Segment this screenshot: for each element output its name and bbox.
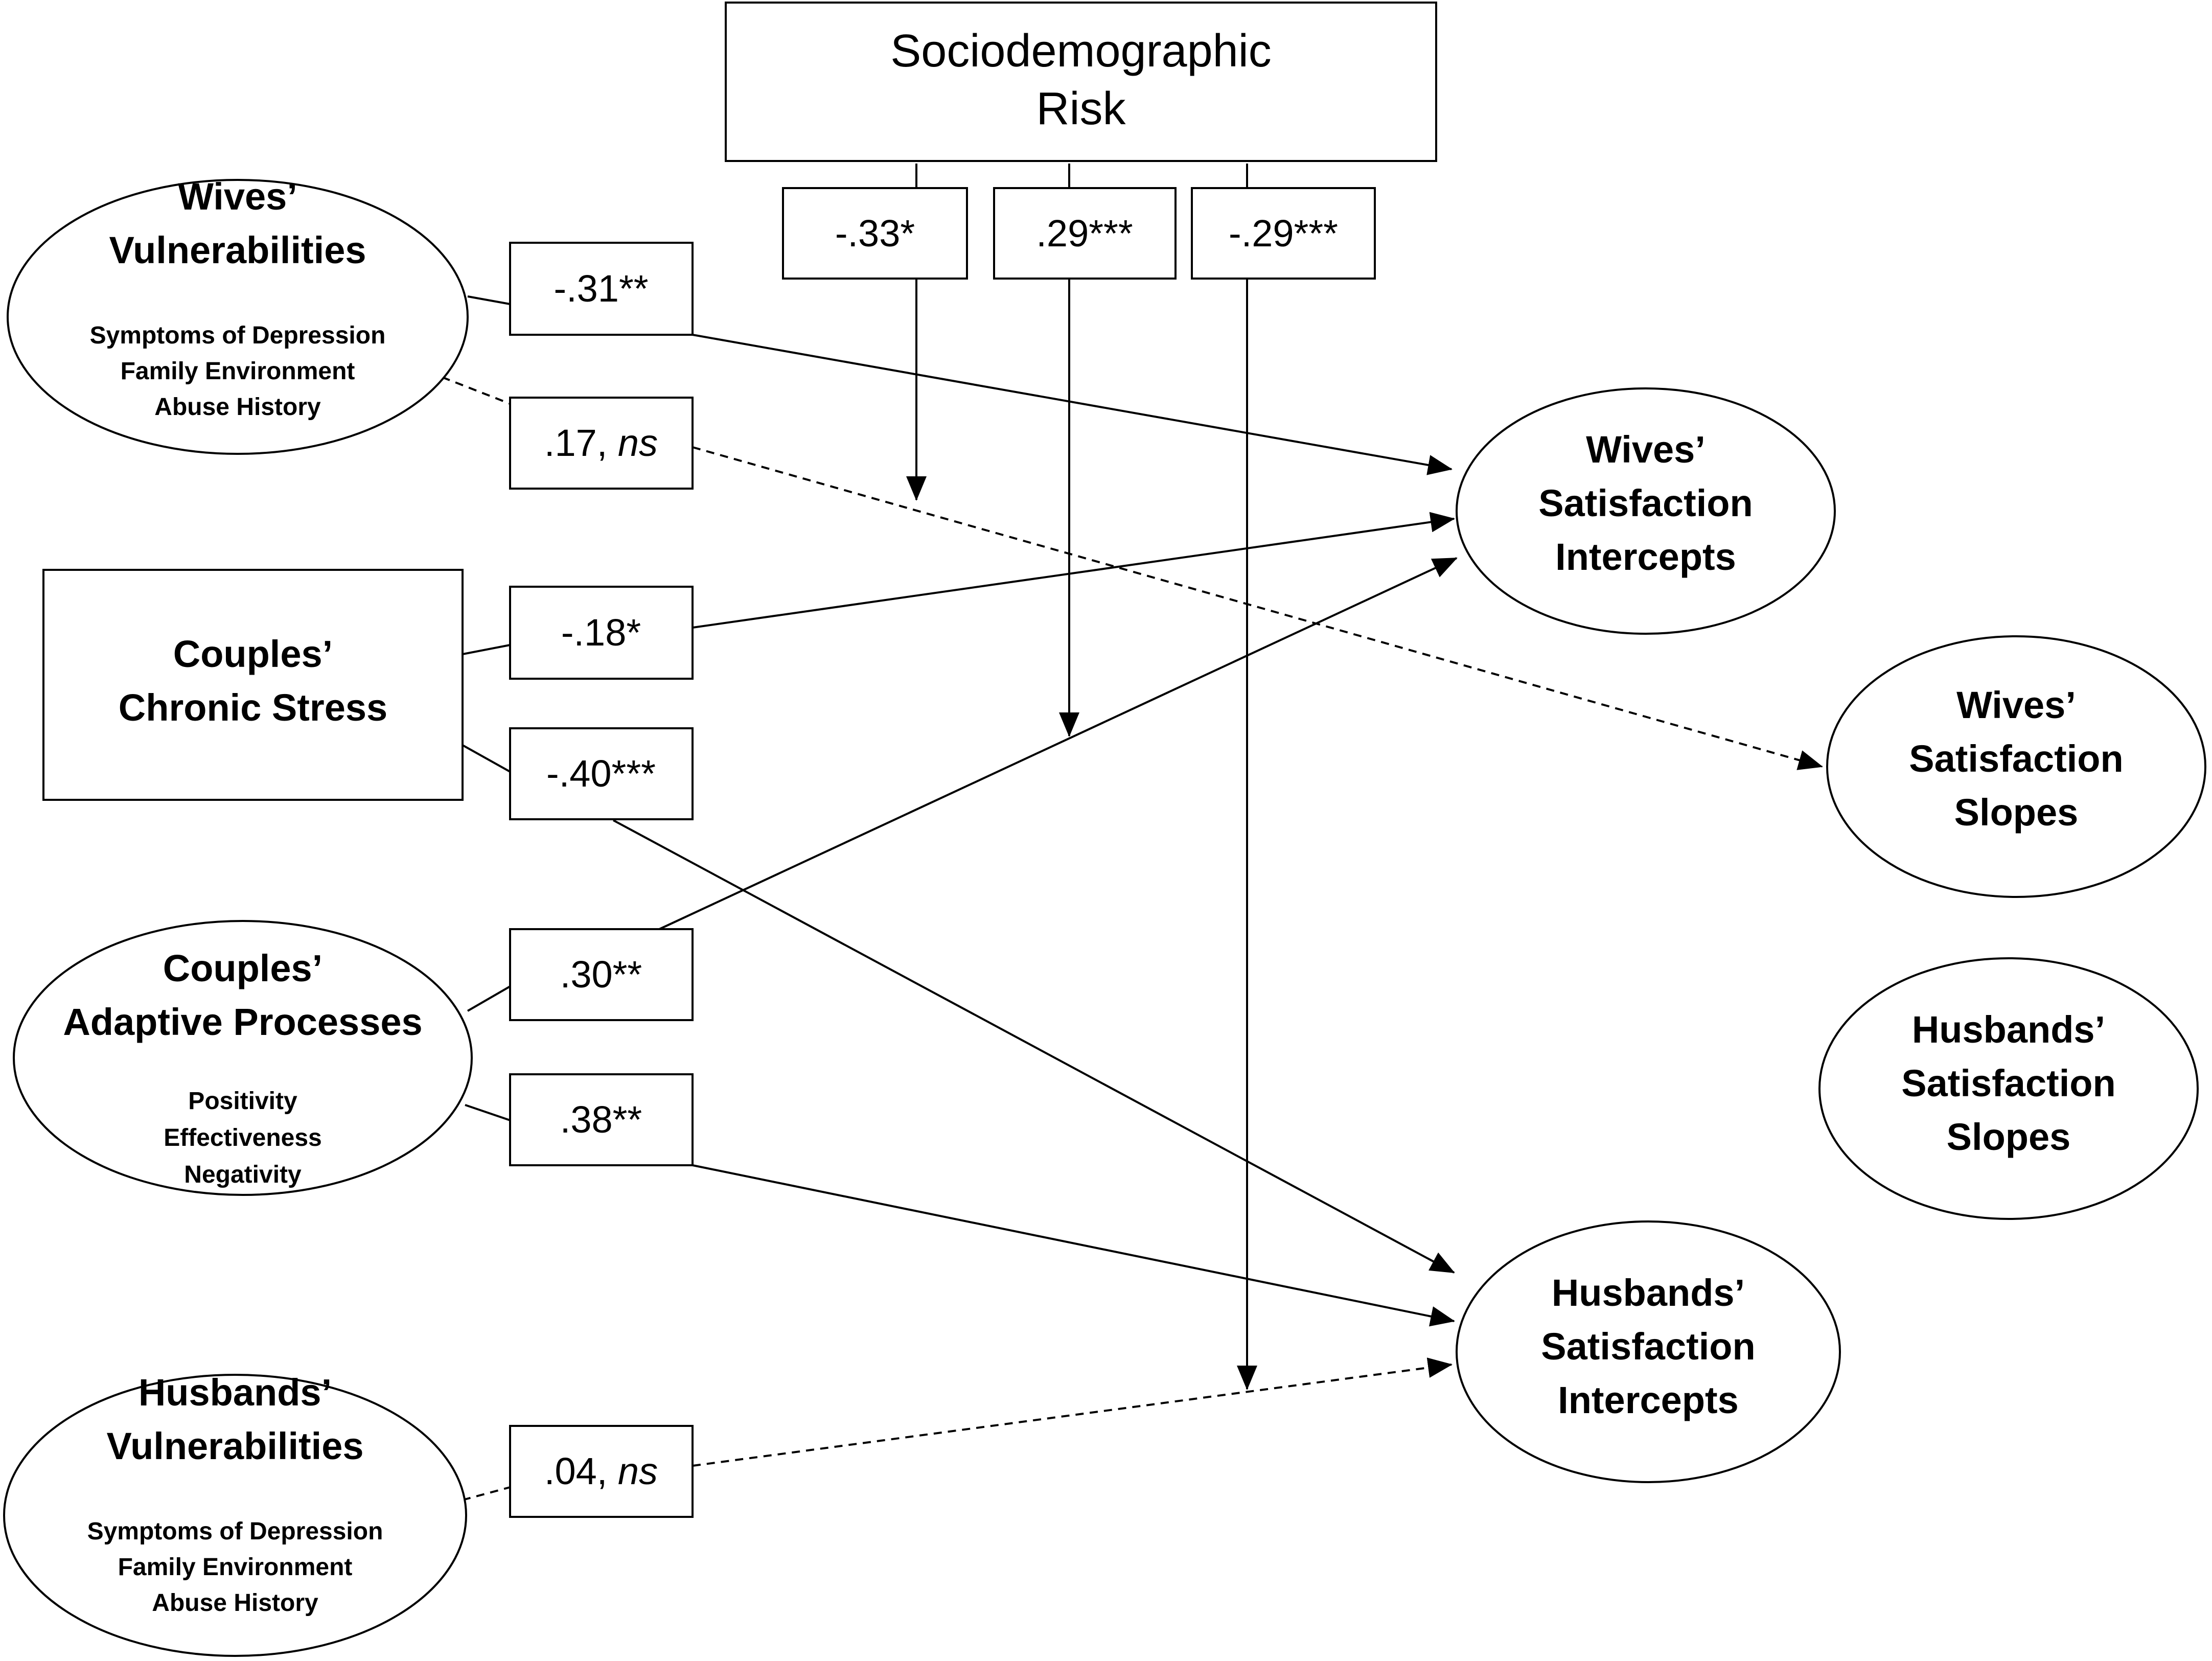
coef-wives-vuln-intercepts: -.31** <box>554 267 648 310</box>
stress-title2: Chronic Stress <box>119 686 387 729</box>
coef-box-adaptive-husbands: .38** <box>509 1073 694 1166</box>
husbands-vuln-title2: Vulnerabilities <box>106 1425 363 1467</box>
coef-husbands-vuln-value: .04, <box>544 1450 607 1492</box>
coef-husbands-vuln: .04, ns <box>544 1450 658 1492</box>
adaptive-title1: Couples’ <box>163 947 322 989</box>
wives-intercepts-line3: Intercepts <box>1555 536 1736 578</box>
husbands-satisfaction-slopes-node: Husbands’ Satisfaction Slopes <box>1818 957 2199 1220</box>
coef-box-stress-wives: -.18* <box>509 586 694 680</box>
coef-stress-husbands: -.40*** <box>546 752 656 795</box>
path-stress-to-wives-intercepts <box>692 512 1455 629</box>
wives-slopes-line3: Slopes <box>1954 791 2079 834</box>
path-stress-stub-2 <box>462 744 511 773</box>
path-wives-vuln-to-wives-slopes <box>692 446 1823 770</box>
husbands-slopes-line2: Satisfaction <box>1901 1062 2115 1104</box>
wives-satisfaction-intercepts-node: Wives’ Satisfaction Intercepts <box>1456 387 1836 635</box>
coef-adaptive-wives: .30** <box>560 953 642 996</box>
path-wives-vuln-stub <box>467 295 511 305</box>
adaptive-title2: Adaptive Processes <box>63 1001 422 1043</box>
husbands-slopes-line1: Husbands’ <box>1912 1008 2105 1051</box>
stress-title1: Couples’ <box>173 633 333 675</box>
husbands-vuln-item-2: Family Environment <box>118 1554 353 1581</box>
husbands-satisfaction-intercepts-node: Husbands’ Satisfaction Intercepts <box>1456 1220 1841 1483</box>
coef-wives-vuln-slopes: .17, ns <box>544 422 658 464</box>
coef-box-risk-3: -.29*** <box>1191 187 1376 280</box>
husbands-vuln-item-3: Abuse History <box>152 1589 318 1617</box>
coef-box-husbands-vuln: .04, ns <box>509 1425 694 1518</box>
adaptive-item-3: Negativity <box>184 1161 302 1188</box>
coef-risk-3: -.29*** <box>1229 212 1338 255</box>
adaptive-item-1: Positivity <box>188 1088 297 1115</box>
coef-risk-1: -.33* <box>835 212 915 255</box>
path-husbands-vuln-to-husbands-intercepts <box>692 1357 1453 1467</box>
path-adaptive-stub-1 <box>467 985 511 1012</box>
wives-vuln-item-2: Family Environment <box>121 358 355 385</box>
coef-box-wives-vuln-intercepts: -.31** <box>509 242 694 336</box>
coef-box-risk-2: .29*** <box>993 187 1177 280</box>
couples-chronic-stress-node: Couples’ Chronic Stress <box>42 569 464 801</box>
path-stress-to-husbands-intercepts <box>613 819 1455 1274</box>
husbands-intercepts-line3: Intercepts <box>1558 1379 1739 1421</box>
husbands-intercepts-line2: Satisfaction <box>1541 1325 1755 1368</box>
coef-wives-vuln-slopes-value: .17, <box>544 422 607 464</box>
wives-intercepts-line2: Satisfaction <box>1538 482 1753 524</box>
coef-stress-wives: -.18* <box>561 611 641 654</box>
path-wives-vuln-to-wives-intercepts <box>692 334 1453 475</box>
coef-box-wives-vuln-slopes: .17, ns <box>509 397 694 490</box>
coef-box-stress-husbands: -.40*** <box>509 727 694 820</box>
wives-vulnerabilities-node: Wives’ Vulnerabilities Symptoms of Depre… <box>7 175 469 455</box>
risk-title-line1: Sociodemographic <box>890 26 1271 77</box>
husbands-vuln-item-1: Symptoms of Depression <box>87 1518 383 1545</box>
wives-intercepts-line1: Wives’ <box>1586 428 1706 471</box>
coef-wives-vuln-slopes-ns: ns <box>607 422 658 464</box>
sociodemographic-risk-node: Sociodemographic Risk <box>725 2 1437 162</box>
husbands-intercepts-line1: Husbands’ <box>1552 1272 1745 1314</box>
path-stress-stub-1 <box>462 644 511 655</box>
coef-adaptive-husbands: .38** <box>560 1098 642 1141</box>
couples-adaptive-processes-node: Couples’ Adaptive Processes Positivity E… <box>13 920 473 1196</box>
wives-satisfaction-slopes-node: Wives’ Satisfaction Slopes <box>1826 635 2206 898</box>
husbands-slopes-line3: Slopes <box>1947 1116 2071 1158</box>
coef-box-adaptive-wives: .30** <box>509 928 694 1021</box>
coef-husbands-vuln-ns: ns <box>607 1450 658 1492</box>
path-adaptive-stub-2 <box>465 1104 511 1121</box>
risk-title-line2: Risk <box>1036 83 1126 134</box>
coef-risk-2: .29*** <box>1036 212 1133 255</box>
path-adaptive-to-wives-intercepts <box>659 557 1458 930</box>
wives-vuln-item-3: Abuse History <box>154 394 321 421</box>
adaptive-item-2: Effectiveness <box>164 1124 322 1151</box>
husbands-vulnerabilities-node: Husbands’ Vulnerabilities Symptoms of De… <box>3 1371 467 1657</box>
path-wives-vuln-slopes-stub <box>442 376 511 405</box>
wives-vuln-title2: Vulnerabilities <box>109 229 366 271</box>
path-adaptive-to-husbands-intercepts <box>692 1164 1455 1327</box>
husbands-vuln-title1: Husbands’ <box>139 1371 332 1414</box>
wives-vuln-title1: Wives’ <box>178 175 297 218</box>
path-husbands-vuln-stub <box>462 1486 511 1501</box>
coef-box-risk-1: -.33* <box>782 187 968 280</box>
wives-slopes-line2: Satisfaction <box>1909 737 2123 780</box>
wives-vuln-item-1: Symptoms of Depression <box>90 322 386 349</box>
wives-slopes-line1: Wives’ <box>1956 684 2076 726</box>
